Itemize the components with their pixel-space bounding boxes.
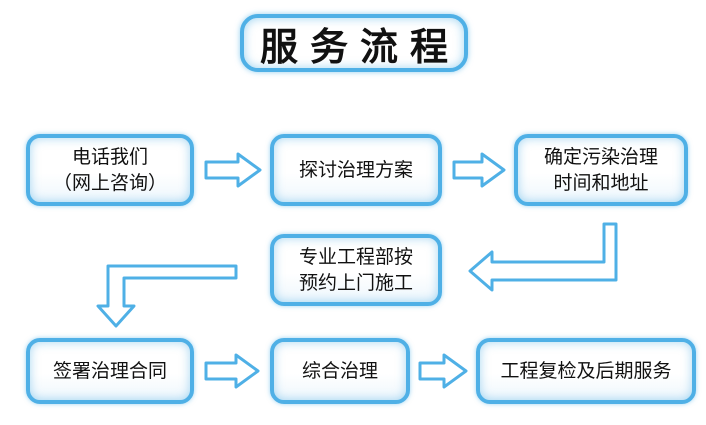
arrow-right-icon: [418, 353, 468, 389]
step-confirm-time-address: 确定污染治理 时间和地址: [514, 134, 688, 206]
elbow-left-down-arrow-icon: [96, 264, 238, 328]
step-onsite-construction: 专业工程部按 预约上门施工: [270, 234, 442, 306]
step-onsite-line2: 预约上门施工: [298, 272, 413, 294]
step-sign-contract: 签署治理合同: [26, 338, 194, 404]
step-contact-us-line2: （网上咨询）: [52, 172, 167, 194]
step-discuss-plan: 探讨治理方案: [270, 134, 442, 206]
step-contact-us: 电话我们 （网上咨询）: [26, 134, 194, 206]
step-recheck-after-service: 工程复检及后期服务: [476, 338, 696, 404]
page-title: 服务流程: [240, 14, 468, 72]
elbow-down-left-arrow-icon: [468, 222, 618, 292]
step-discuss-plan-line1: 探讨治理方案: [298, 159, 413, 181]
step-confirm-line2: 时间和地址: [553, 172, 649, 194]
arrow-right-icon: [204, 353, 260, 389]
step-treatment-label: 综合治理: [301, 360, 378, 382]
step-comprehensive-treatment: 综合治理: [270, 338, 410, 404]
step-recheck-label: 工程复检及后期服务: [500, 360, 672, 382]
arrow-right-icon: [204, 152, 262, 188]
step-sign-contract-label: 签署治理合同: [52, 360, 167, 382]
step-confirm-line1: 确定污染治理: [543, 146, 658, 168]
step-onsite-line1: 专业工程部按: [298, 246, 413, 268]
step-contact-us-line1: 电话我们: [71, 146, 148, 168]
arrow-right-icon: [452, 152, 506, 188]
